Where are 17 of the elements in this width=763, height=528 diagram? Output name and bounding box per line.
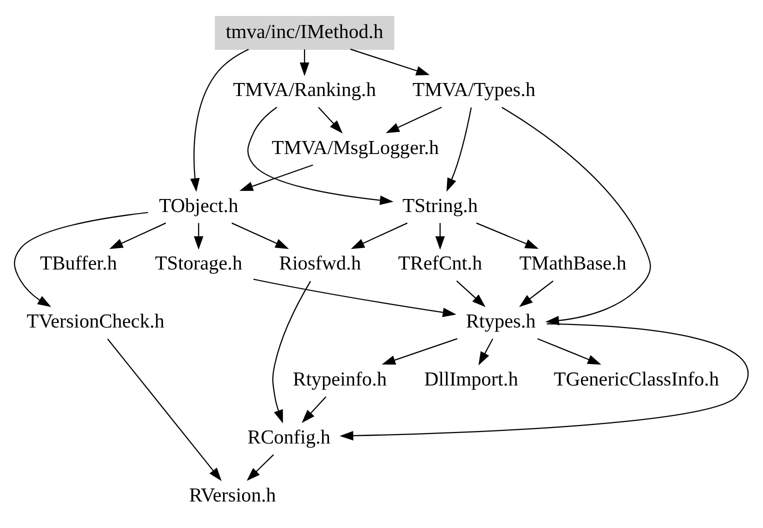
node-text: Rtypeinfo.h — [292, 368, 387, 390]
node-text: RConfig.h — [248, 426, 330, 448]
node-text: TStorage.h — [154, 252, 242, 274]
node-text: TMathBase.h — [519, 252, 626, 274]
node-text: TVersionCheck.h — [26, 310, 164, 332]
node-text: TMVA/MsgLogger.h — [272, 136, 439, 158]
node-text: TRefCnt.h — [398, 252, 482, 274]
node-text: TGenericClassInfo.h — [554, 368, 720, 390]
node-text: RVersion.h — [189, 484, 276, 506]
node-text: Riosfwd.h — [279, 252, 361, 274]
node-text: TBuffer.h — [40, 252, 118, 274]
node-text: Rtypes.h — [466, 310, 536, 332]
node-text: TMVA/Ranking.h — [233, 78, 376, 101]
node-text: TMVA/Types.h — [412, 78, 536, 101]
node-text: TString.h — [402, 194, 478, 216]
node-text: DllImport.h — [424, 368, 518, 390]
node-text: TObject.h — [158, 194, 238, 216]
